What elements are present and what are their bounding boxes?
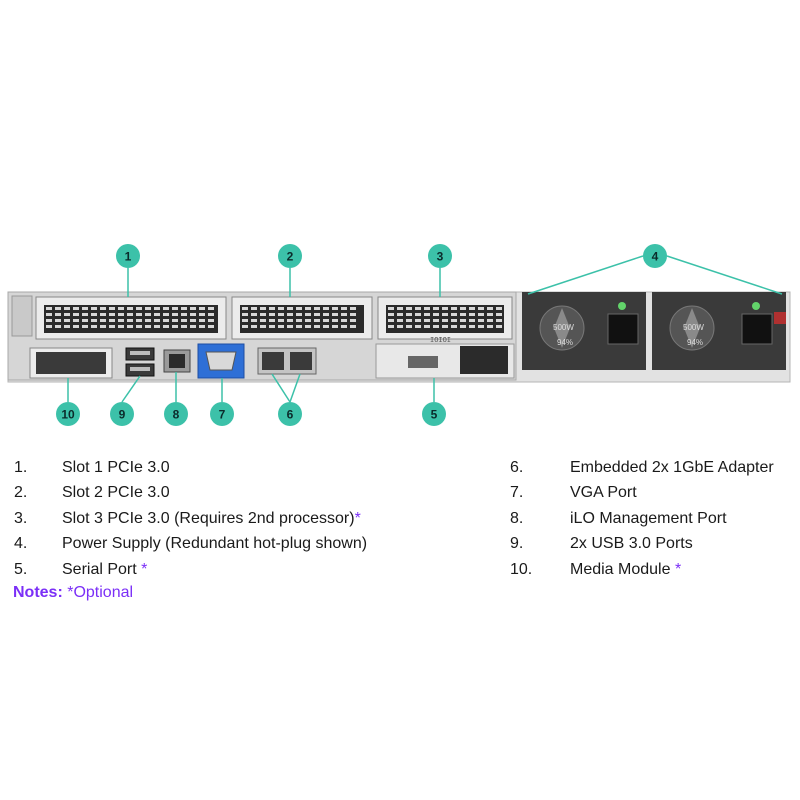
svg-text:6: 6 [287,408,294,422]
legend-number: 3. [14,509,28,527]
pcie-slot-3 [377,296,513,340]
legend-number: 2. [14,484,28,502]
callout-2: 2 [278,244,302,268]
callout-9: 9 [110,402,134,426]
optional-marker: * [354,509,361,527]
svg-text:9: 9 [119,408,126,422]
ilo-port [163,349,191,373]
svg-text:10: 10 [61,408,75,422]
callout-line-6b [289,373,301,403]
svg-text:5: 5 [431,408,438,422]
vga-port [197,343,245,379]
callout-1: 1 [116,244,140,268]
legend-number: 7. [510,484,524,502]
callout-line-9 [121,375,141,403]
legend-text: Embedded 2x 1GbE Adapter [570,458,774,476]
legend-text: Media Module [570,560,675,578]
notes-text: *Optional [62,584,134,601]
callout-4: 4 [643,244,667,268]
callout-10: 10 [56,402,80,426]
legend-text: Serial Port [62,560,142,578]
callout-lines [67,255,783,403]
legend-number: 6. [510,458,524,476]
legend-number: 4. [14,535,28,553]
svg-text:8: 8 [173,408,180,422]
legend-item: 2. Slot 2 PCIe 3.0 [14,481,367,507]
legend-item: 7. VGA Port [510,481,774,507]
embedded-1gbe-ports [257,347,317,375]
legend-text: iLO Management Port [570,509,727,527]
legend-left-column: 1. Slot 1 PCIe 3.0 2. Slot 2 PCIe 3.0 3. Sl… [14,455,367,583]
legend-number: 1. [14,458,28,476]
optional-marker: * [674,560,682,578]
callout-7: 7 [210,402,234,426]
power-supply-1: 500W 94% [522,292,646,370]
legend-number: 10. [510,560,533,578]
legend-text: Slot 1 PCIe 3.0 [62,458,170,476]
serial-port: IOIOI [375,337,515,379]
legend-text: 2x USB 3.0 Ports [570,535,693,553]
svg-text:4: 4 [652,250,659,264]
callout-markers: 1 2 3 4 5 6 7 8 9 10 [56,244,667,426]
legend-number: 8. [510,509,524,527]
svg-text:7: 7 [219,408,226,422]
legend-text: Power Supply (Redundant hot-plug shown) [62,535,368,553]
legend-number: 5. [14,560,28,578]
psu-1-wattage: 500W [553,323,574,332]
callout-8: 8 [164,402,188,426]
server-rear-diagram: IOIOI 500W 94% 500W 94% [7,244,791,426]
svg-text:2: 2 [287,250,294,264]
callout-line-6a [271,373,291,403]
pcie-slot-1 [35,296,227,340]
serial-label: IOIOI [430,337,451,345]
svg-text:1: 1 [125,250,132,264]
legend-item: 9. 2x USB 3.0 Ports [510,532,774,558]
legend-text: VGA Port [570,484,637,502]
psu-1-efficiency: 94% [557,338,573,347]
psu-2-wattage: 500W [683,323,704,332]
optional-marker: * [141,560,148,578]
legend-text: Slot 2 PCIe 3.0 [62,484,170,502]
legend-number: 9. [510,535,524,553]
callout-line-4b [666,255,783,295]
psu-2-efficiency: 94% [687,338,703,347]
legend-item: 5. Serial Port * [14,557,367,583]
callout-3: 3 [428,244,452,268]
legend-item: 1. Slot 1 PCIe 3.0 [14,455,367,481]
legend-item: 8. iLO Management Port [510,506,774,532]
svg-text:3: 3 [437,250,444,264]
callout-line-4a [527,255,644,295]
legend-right-column: 6. Embedded 2x 1GbE Adapter 7. VGA Port 8.… [510,455,774,583]
power-supply-2: 500W 94% [652,292,786,370]
callout-6: 6 [278,402,302,426]
legend-item: 3. Slot 3 PCIe 3.0 (Requires 2nd processo… [14,506,367,532]
legend-item: 4. Power Supply (Redundant hot-plug shown… [14,532,367,558]
notes: Notes: *Optional [13,584,133,602]
callout-5: 5 [422,402,446,426]
pcie-slot-2 [231,296,373,340]
media-module [29,347,113,379]
notes-label: Notes: [13,584,63,601]
legend-item: 6. Embedded 2x 1GbE Adapter [510,455,774,481]
legend-text: Slot 3 PCIe 3.0 (Requires 2nd processor) [62,509,355,527]
legend-item: 10. Media Module * [510,557,774,583]
usb-ports [125,347,155,377]
